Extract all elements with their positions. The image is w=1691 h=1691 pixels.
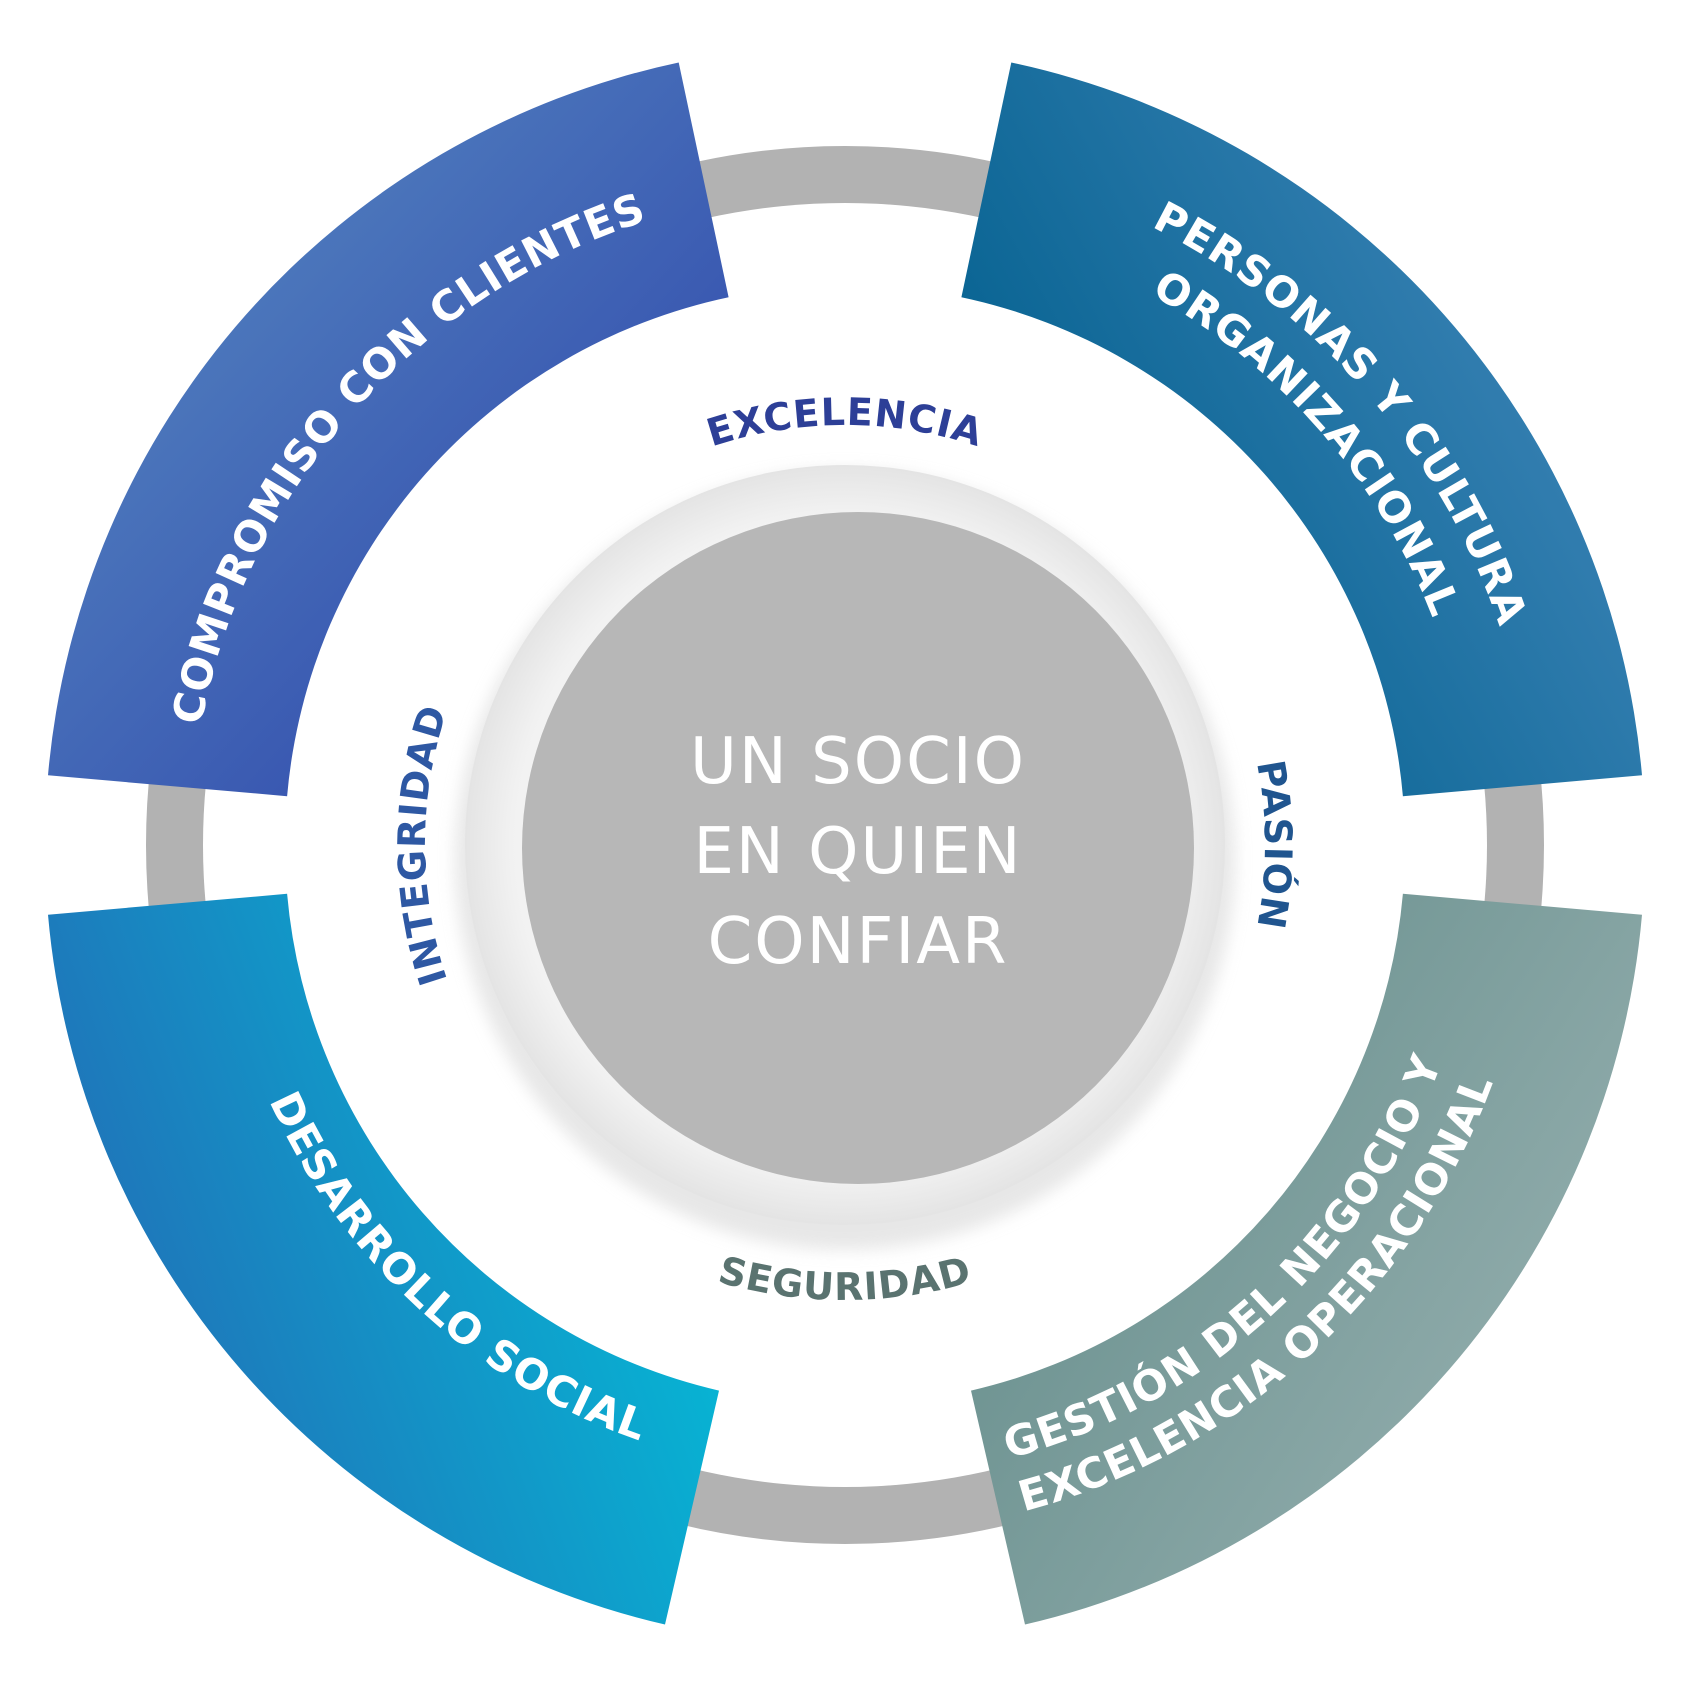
center-line-3: CONFIAR bbox=[708, 905, 1009, 979]
center-line-1: UN SOCIO bbox=[690, 725, 1026, 799]
segment-personas-y-cultura bbox=[961, 62, 1642, 797]
center-circle bbox=[522, 512, 1194, 1184]
segment-desarrollo-social bbox=[48, 893, 719, 1625]
outer-grey-ring bbox=[146, 146, 1544, 1544]
segment-compromiso-con-clientes bbox=[48, 62, 729, 797]
center-line-2: EN QUIEN bbox=[693, 815, 1022, 889]
segment-gestion-del-negocio bbox=[971, 893, 1642, 1625]
